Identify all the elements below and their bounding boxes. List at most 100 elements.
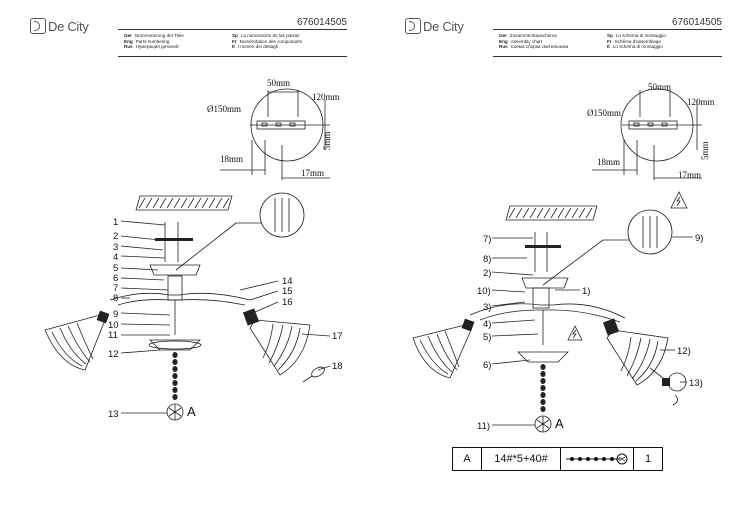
step-label: 5) xyxy=(483,332,491,343)
part-label: 1 xyxy=(113,217,118,228)
part-label: 6 xyxy=(113,273,118,284)
part-label: 4 xyxy=(113,252,118,263)
dim-17: 17mm xyxy=(678,170,701,180)
logo-icon xyxy=(30,18,46,34)
dim-50: 50mm xyxy=(267,78,290,88)
part-label: 3 xyxy=(113,242,118,253)
step-label: 6) xyxy=(483,360,491,371)
mount-plate-detail: 50mm Ø150mm 120mm 5mm 18mm 17mm xyxy=(587,82,715,180)
dim-18: 18mm xyxy=(220,154,243,164)
electric-warning-icon xyxy=(567,325,583,341)
chain-link xyxy=(540,364,546,370)
chain-link xyxy=(172,359,178,365)
header-divider xyxy=(118,29,347,30)
chain-link xyxy=(540,385,546,391)
ceiling-hatch xyxy=(505,205,598,221)
assembly-diagram: 50mm Ø150mm 120mm 5mm 18mm 17mm xyxy=(412,82,715,433)
part-label: 7 xyxy=(113,283,118,294)
right-shade xyxy=(602,318,669,386)
part-label: 14 xyxy=(282,276,293,287)
dim-120: 120mm xyxy=(687,97,715,107)
center-body xyxy=(469,232,626,363)
pendant-letter: A xyxy=(187,404,196,419)
bulb-icon xyxy=(302,366,325,383)
part-label: 17 xyxy=(332,331,343,342)
chain-link xyxy=(540,406,546,412)
left-shade xyxy=(44,310,110,371)
parts-diagram: 50mm Ø150mm 120mm 5mm 18mm 17mm xyxy=(44,78,343,421)
brand-logo: De City xyxy=(30,18,89,34)
dim-150: Ø150mm xyxy=(207,104,241,114)
part-label: 13 xyxy=(108,409,119,420)
chain-link xyxy=(540,371,546,377)
chain-link xyxy=(172,394,178,400)
header-bottom-divider xyxy=(493,56,722,57)
pendant-chain xyxy=(172,352,178,400)
bulb-icon xyxy=(649,367,687,406)
step-label: 10) xyxy=(477,286,491,297)
part-label: 2 xyxy=(113,231,118,242)
right-shade xyxy=(242,308,311,376)
chain-link xyxy=(172,387,178,393)
part-label: 5 xyxy=(113,263,118,274)
header-divider xyxy=(493,29,722,30)
chain-link xyxy=(172,373,178,379)
product-code: 676014505 xyxy=(296,17,347,28)
left-leaders xyxy=(120,220,331,414)
chain-link xyxy=(172,366,178,372)
step-label: 1) xyxy=(582,286,590,297)
left-shade xyxy=(412,318,475,379)
electric-warning-icon xyxy=(670,191,688,209)
step-label: 11) xyxy=(477,421,490,432)
chain-spec-table: A 14#*5+40# 1 xyxy=(452,447,663,471)
table-cell-chain xyxy=(561,448,634,470)
table-cell-spec: 14#*5+40# xyxy=(482,448,561,470)
center-body xyxy=(109,222,251,351)
logo-icon xyxy=(405,18,421,34)
chain-link xyxy=(540,399,546,405)
step-label: 8) xyxy=(483,254,491,265)
dim-18: 18mm xyxy=(597,157,620,167)
wire-callout xyxy=(542,209,673,286)
part-label: 8 xyxy=(113,293,118,304)
pendant-letter: A xyxy=(555,416,564,431)
logo-text: De City xyxy=(423,18,464,34)
table-cell-qty: 1 xyxy=(644,453,652,465)
assembly-leaders xyxy=(491,236,693,426)
mount-plate-detail: 50mm Ø150mm 120mm 5mm 18mm 17mm xyxy=(207,78,340,180)
step-label: 2) xyxy=(483,268,491,279)
step-label: 13) xyxy=(689,378,703,389)
pendant-crystal xyxy=(534,415,552,433)
chain-link xyxy=(540,392,546,398)
part-label: 12 xyxy=(108,349,119,360)
ceiling-hatch xyxy=(135,195,233,211)
step-label: 3) xyxy=(483,302,491,313)
part-label: 15 xyxy=(282,286,293,297)
pendant-crystal xyxy=(166,403,184,421)
chain-icon xyxy=(566,453,628,465)
pendant-chain xyxy=(540,364,546,412)
dim-120: 120mm xyxy=(312,92,340,102)
step-label: 12) xyxy=(677,346,691,357)
step-label: 4) xyxy=(483,319,491,330)
wire-callout xyxy=(175,192,305,271)
part-label: 18 xyxy=(332,361,343,372)
dim-5: 5mm xyxy=(700,141,710,160)
part-label: 11 xyxy=(108,330,118,341)
chain-link xyxy=(540,378,546,384)
part-label: 9 xyxy=(113,309,118,320)
logo-text: De City xyxy=(48,18,89,34)
header-bottom-divider xyxy=(118,56,347,57)
part-label: 16 xyxy=(282,297,293,308)
dim-5: 5mm xyxy=(322,131,332,150)
table-cell-letter: A xyxy=(453,448,482,470)
chain-link xyxy=(172,380,178,386)
brand-logo: De City xyxy=(405,18,464,34)
part-label: 10 xyxy=(108,320,119,331)
dim-150: Ø150mm xyxy=(587,108,621,118)
step-label: 7) xyxy=(483,234,491,245)
